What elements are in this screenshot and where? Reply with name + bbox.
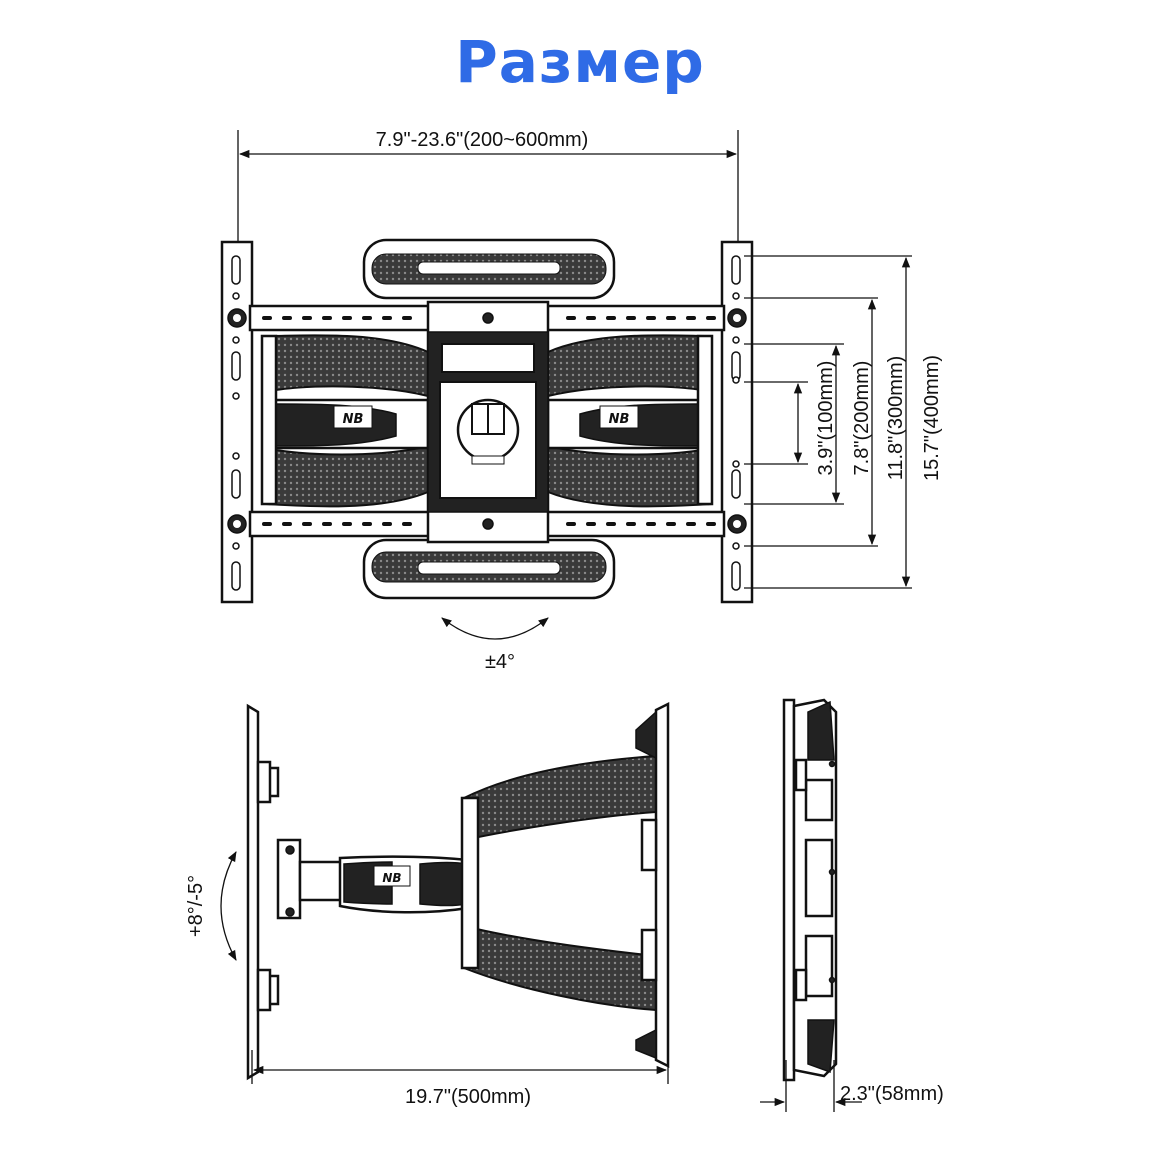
extension-label: 19.7"(500mm) [405,1086,531,1108]
swivel-angle-label: ±4° [485,651,515,673]
brand-logo-side: NB [382,871,401,885]
depth-label: 2.3"(58mm) [840,1083,944,1105]
vesa-300-label: 11.8"(300mm) [885,356,907,481]
vesa-dimensions: 3.9"(100mm) 7.8"(200mm) 11.8"(300mm) 15.… [744,255,943,589]
front-view: 7.9"-23.6"(200~600mm) [220,129,943,673]
right-arm-assembly: NB [546,334,714,508]
right-vertical-rail [720,240,754,604]
left-arm-assembly: NB [260,334,430,508]
vesa-100-label: 3.9"(100mm) [815,361,837,476]
top-bracket-plate [362,238,616,300]
width-range-label: 7.9"-23.6"(200~600mm) [376,129,589,151]
brand-logo-left: NB [343,412,364,427]
profile-view: 2.3"(58mm) [760,698,944,1112]
vesa-200-label: 7.8"(200mm) [851,361,873,476]
center-wall-plate [426,300,550,544]
left-vertical-rail [220,240,254,604]
bottom-bracket-plate [362,538,616,600]
tilt-angle-label: +8°/-5° [185,875,207,937]
vesa-400-label: 15.7"(400mm) [921,355,943,481]
brand-logo-right: NB [609,412,630,427]
page-title: Размер [455,28,705,96]
side-view: NB +8°/-5° 19.7"(500mm) [185,701,670,1108]
